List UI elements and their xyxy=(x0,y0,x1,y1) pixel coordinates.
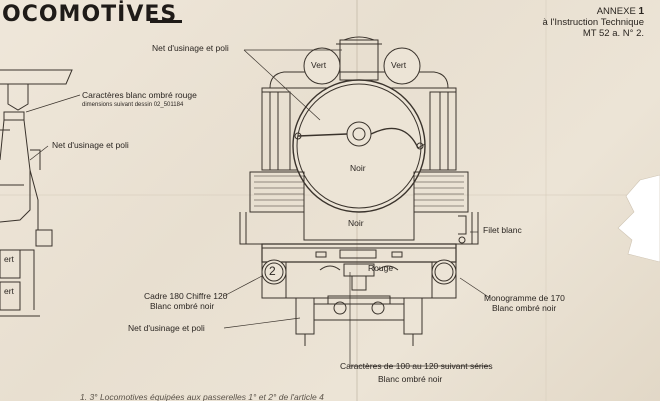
annexe-instruction: à l'Instruction Technique xyxy=(542,17,644,28)
footnote: 1. 3° Locomotives équipées aux passerell… xyxy=(80,392,324,401)
label-caracteres-rouge: Caractères blanc ombré rouge xyxy=(82,90,197,100)
label-caracteres-series: Caractères de 100 au 120 suivant séries xyxy=(340,361,493,371)
annexe-block: ANNEXE 1 à l'Instruction Technique MT 52… xyxy=(543,6,644,39)
leader-lines xyxy=(25,49,491,367)
annexe-label: ANNEXE xyxy=(596,6,636,17)
label-dimensions: dimensions suivant dessin 02_501184 xyxy=(82,102,184,108)
title-underline xyxy=(150,20,182,23)
annexe-reference: MT 52 a. N° 2. xyxy=(582,28,644,39)
label-blanc-ombre-noir-2: Blanc ombré noir xyxy=(492,303,557,313)
label-net-usinage-left: Net d'usinage et poli xyxy=(52,140,129,150)
number-plate: 2 xyxy=(269,264,276,278)
label-vert-right: Vert xyxy=(391,60,407,70)
label-blanc-ombre-noir-1: Blanc ombré noir xyxy=(150,301,215,311)
paper-tear xyxy=(617,174,660,263)
annexe-number: 1 xyxy=(638,6,644,17)
label-cadre: Cadre 180 Chiffre 120 xyxy=(144,291,228,301)
side-view-fragment xyxy=(0,69,73,317)
label-blanc-ombre-noir-3: Blanc ombré noir xyxy=(378,374,443,384)
label-left-fragment-1: ert xyxy=(4,254,14,264)
label-noir-lower: Noir xyxy=(348,218,364,228)
label-net-usinage-bottom: Net d'usinage et poli xyxy=(128,323,205,333)
label-left-fragment-2: ert xyxy=(4,286,14,296)
label-rouge: Rouge xyxy=(368,263,394,273)
label-net-usinage-top: Net d'usinage et poli xyxy=(152,43,229,53)
label-vert-left: Vert xyxy=(311,60,327,70)
label-filet-blanc: Filet blanc xyxy=(483,225,522,235)
locomotive-front-view xyxy=(239,36,479,346)
page-title: OCOMOTİVES xyxy=(2,2,178,27)
label-noir-upper: Noir xyxy=(350,163,366,173)
label-monogramme: Monogramme de 170 xyxy=(484,293,565,303)
